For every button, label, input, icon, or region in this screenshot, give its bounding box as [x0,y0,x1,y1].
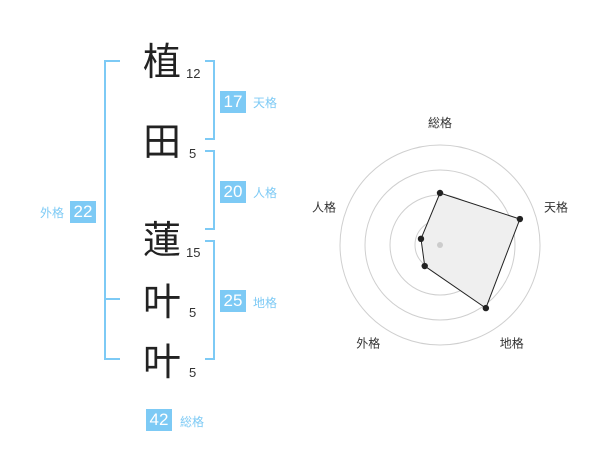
radar-axis-label-5: 人格 [312,199,336,214]
radar-point-1 [436,189,444,197]
chikaku-bracket [205,240,215,360]
name-char-4: 叶 [142,280,181,324]
stroke-count-3: 15 [186,245,201,260]
stroke-count-2: 5 [189,146,197,161]
chikaku-label: 地格 [253,296,278,310]
soukaku-score: 42 [146,409,172,431]
name-char-5: 叶 [142,340,181,384]
jinkaku-score: 20 [220,181,246,203]
radar-center-dot [437,242,443,248]
gaikaku-score: 22 [70,201,96,223]
name-char-1: 植 [142,40,181,84]
jinkaku-bracket [205,150,215,230]
gaikaku-bracket [104,60,120,360]
radar-polygon [420,192,521,309]
radar-axis-label-3: 地格 [500,336,524,351]
radar-axis-label-1: 総格 [428,115,452,130]
radar-point-3 [482,304,490,312]
name-char-2: 田 [142,120,181,164]
chikaku-score: 25 [220,290,246,312]
name-char-3: 蓮 [142,218,181,262]
stroke-count-4: 5 [189,305,197,320]
radar-ring-4 [339,144,541,346]
radar-ring-3 [364,169,516,321]
tenkaku-label: 天格 [253,96,278,110]
soukaku-label: 総格 [180,415,205,429]
radar-point-2 [516,215,524,223]
jinkaku-label: 人格 [253,186,278,200]
radar-axis-label-4: 外格 [356,336,380,351]
stroke-count-1: 12 [186,66,201,81]
stroke-count-5: 5 [189,365,197,380]
radar-point-5 [417,235,425,243]
tenkaku-bracket [205,60,215,140]
gaikaku-bracket-tick [104,298,120,300]
radar-axis-label-2: 天格 [544,199,568,214]
tenkaku-score: 17 [220,91,246,113]
radar-point-4 [421,262,428,270]
gaikaku-label: 外格 [40,206,65,220]
